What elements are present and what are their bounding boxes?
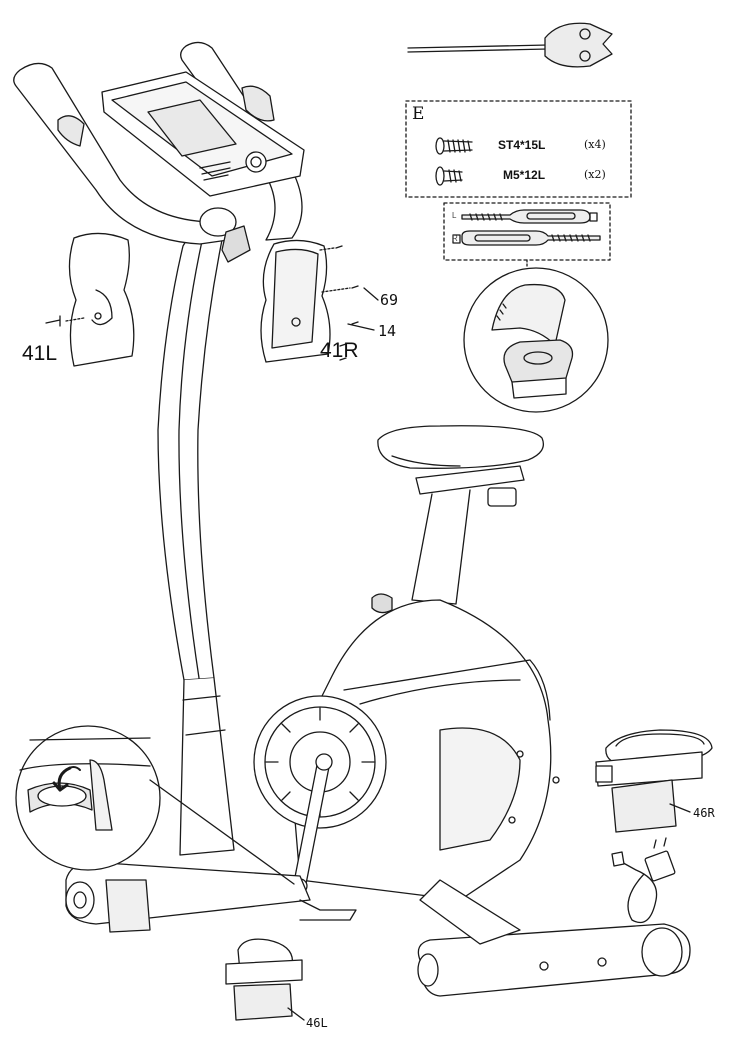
crank-detail-circle	[15, 725, 295, 885]
label-46r: 46R	[693, 806, 715, 820]
left-strap-icon	[461, 209, 598, 224]
strap-detail-circle	[463, 267, 609, 413]
label-46l: 46L	[306, 1016, 328, 1030]
pedal-46r	[595, 729, 713, 833]
screw-2-size: M5*12L	[503, 168, 546, 182]
seat-assembly	[371, 425, 545, 614]
screw-st4-icon	[435, 137, 473, 155]
console	[101, 71, 305, 197]
pedal-46l	[225, 938, 305, 1021]
label-69: 69	[380, 291, 399, 309]
pedal-strap-box	[443, 202, 611, 261]
strap-left-tag: L	[452, 211, 457, 220]
strap-right-tag: R	[452, 234, 458, 243]
right-strap-icon	[452, 230, 601, 246]
screw-2-qty: (x2)	[584, 168, 606, 181]
cover-41l	[45, 232, 135, 367]
label-41l: 41L	[22, 342, 58, 365]
main-frame	[253, 599, 560, 901]
power-adapter	[611, 837, 676, 924]
label-14: 14	[378, 322, 397, 340]
screw-1-qty: (x4)	[584, 138, 606, 151]
screw-1-size: ST4*15L	[498, 138, 546, 152]
screw-m5-icon	[435, 166, 463, 186]
hardware-group-letter: E	[412, 104, 425, 124]
cover-41r	[260, 239, 379, 363]
base-frame	[65, 861, 691, 997]
wrench-tool	[407, 22, 613, 68]
label-41r: 41R	[320, 339, 359, 362]
upright-column	[157, 223, 235, 856]
hardware-kit-box	[405, 100, 632, 198]
